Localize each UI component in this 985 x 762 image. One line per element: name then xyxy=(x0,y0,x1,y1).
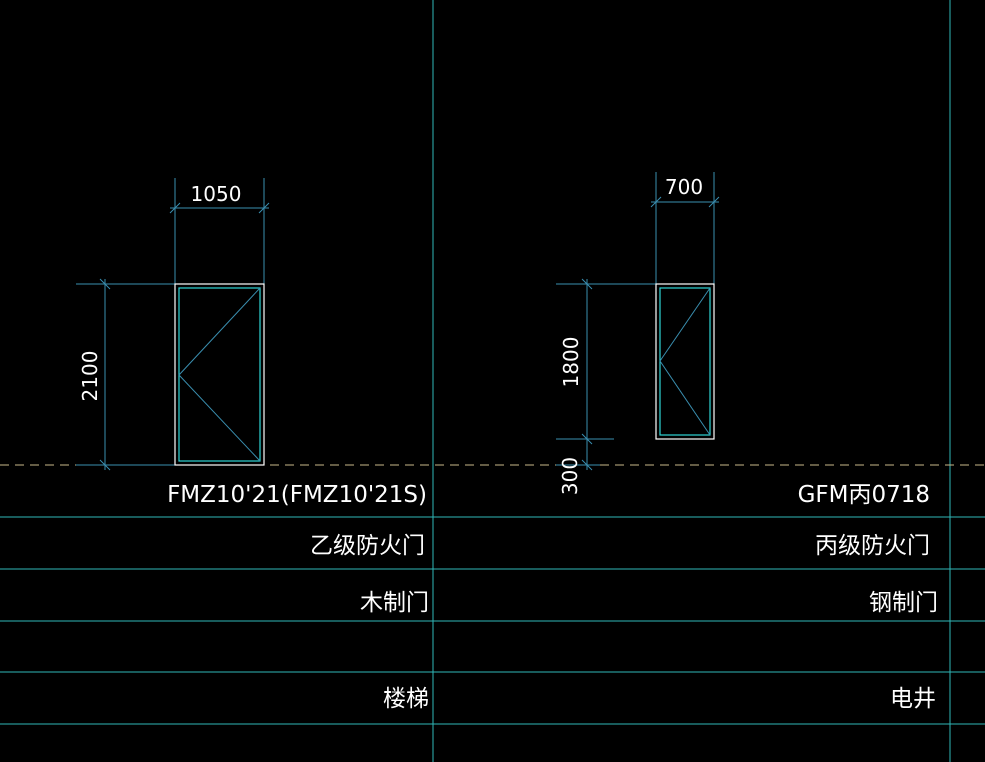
door-1-height-tick-bottom xyxy=(99,459,111,471)
door-2-code: GFM丙0718 xyxy=(798,482,930,508)
door-2-sill-label: 300 xyxy=(558,457,582,495)
door-1-width-tick-left xyxy=(169,202,181,214)
door-2-height-label: 1800 xyxy=(559,337,583,388)
door-2-swing-line-bottom xyxy=(659,360,711,436)
door-1-outer-frame xyxy=(174,283,265,466)
door-1-width-label: 1050 xyxy=(191,182,242,206)
door-1-inner-leaf xyxy=(178,287,261,462)
door-2-fire-grade: 丙级防火门 xyxy=(815,533,930,559)
door-2-width-tick-right xyxy=(708,196,720,208)
door-1-height-label: 2100 xyxy=(78,351,102,402)
door-1-code: FMZ10'21(FMZ10'21S) xyxy=(167,482,427,508)
door-2-outer-frame xyxy=(655,283,715,440)
door-1-material: 木制门 xyxy=(360,590,429,616)
door-1-elevation: 1050 2100 xyxy=(76,178,270,471)
door-2-location: 电井 xyxy=(890,686,936,712)
door-2-height-tick-mid xyxy=(581,433,593,445)
door-1-height-tick-top xyxy=(99,278,111,290)
door-2-width-label: 700 xyxy=(665,175,703,199)
door-1-fire-grade: 乙级防火门 xyxy=(310,533,425,559)
door-2-inner-leaf xyxy=(659,287,711,436)
door-1-swing-line-bottom xyxy=(178,374,261,462)
door-2-width-tick-left xyxy=(650,196,662,208)
door-2-swing-line-top xyxy=(659,287,711,362)
door-1-swing-line-top xyxy=(178,287,261,376)
door-2-material: 钢制门 xyxy=(869,590,938,616)
door-1-location: 楼梯 xyxy=(383,686,429,712)
door-2-elevation: 700 1800 300 xyxy=(556,172,720,495)
door-1-width-tick-right xyxy=(258,202,270,214)
door-2-height-tick-bottom xyxy=(581,459,593,471)
door-2-height-tick-top xyxy=(581,278,593,290)
